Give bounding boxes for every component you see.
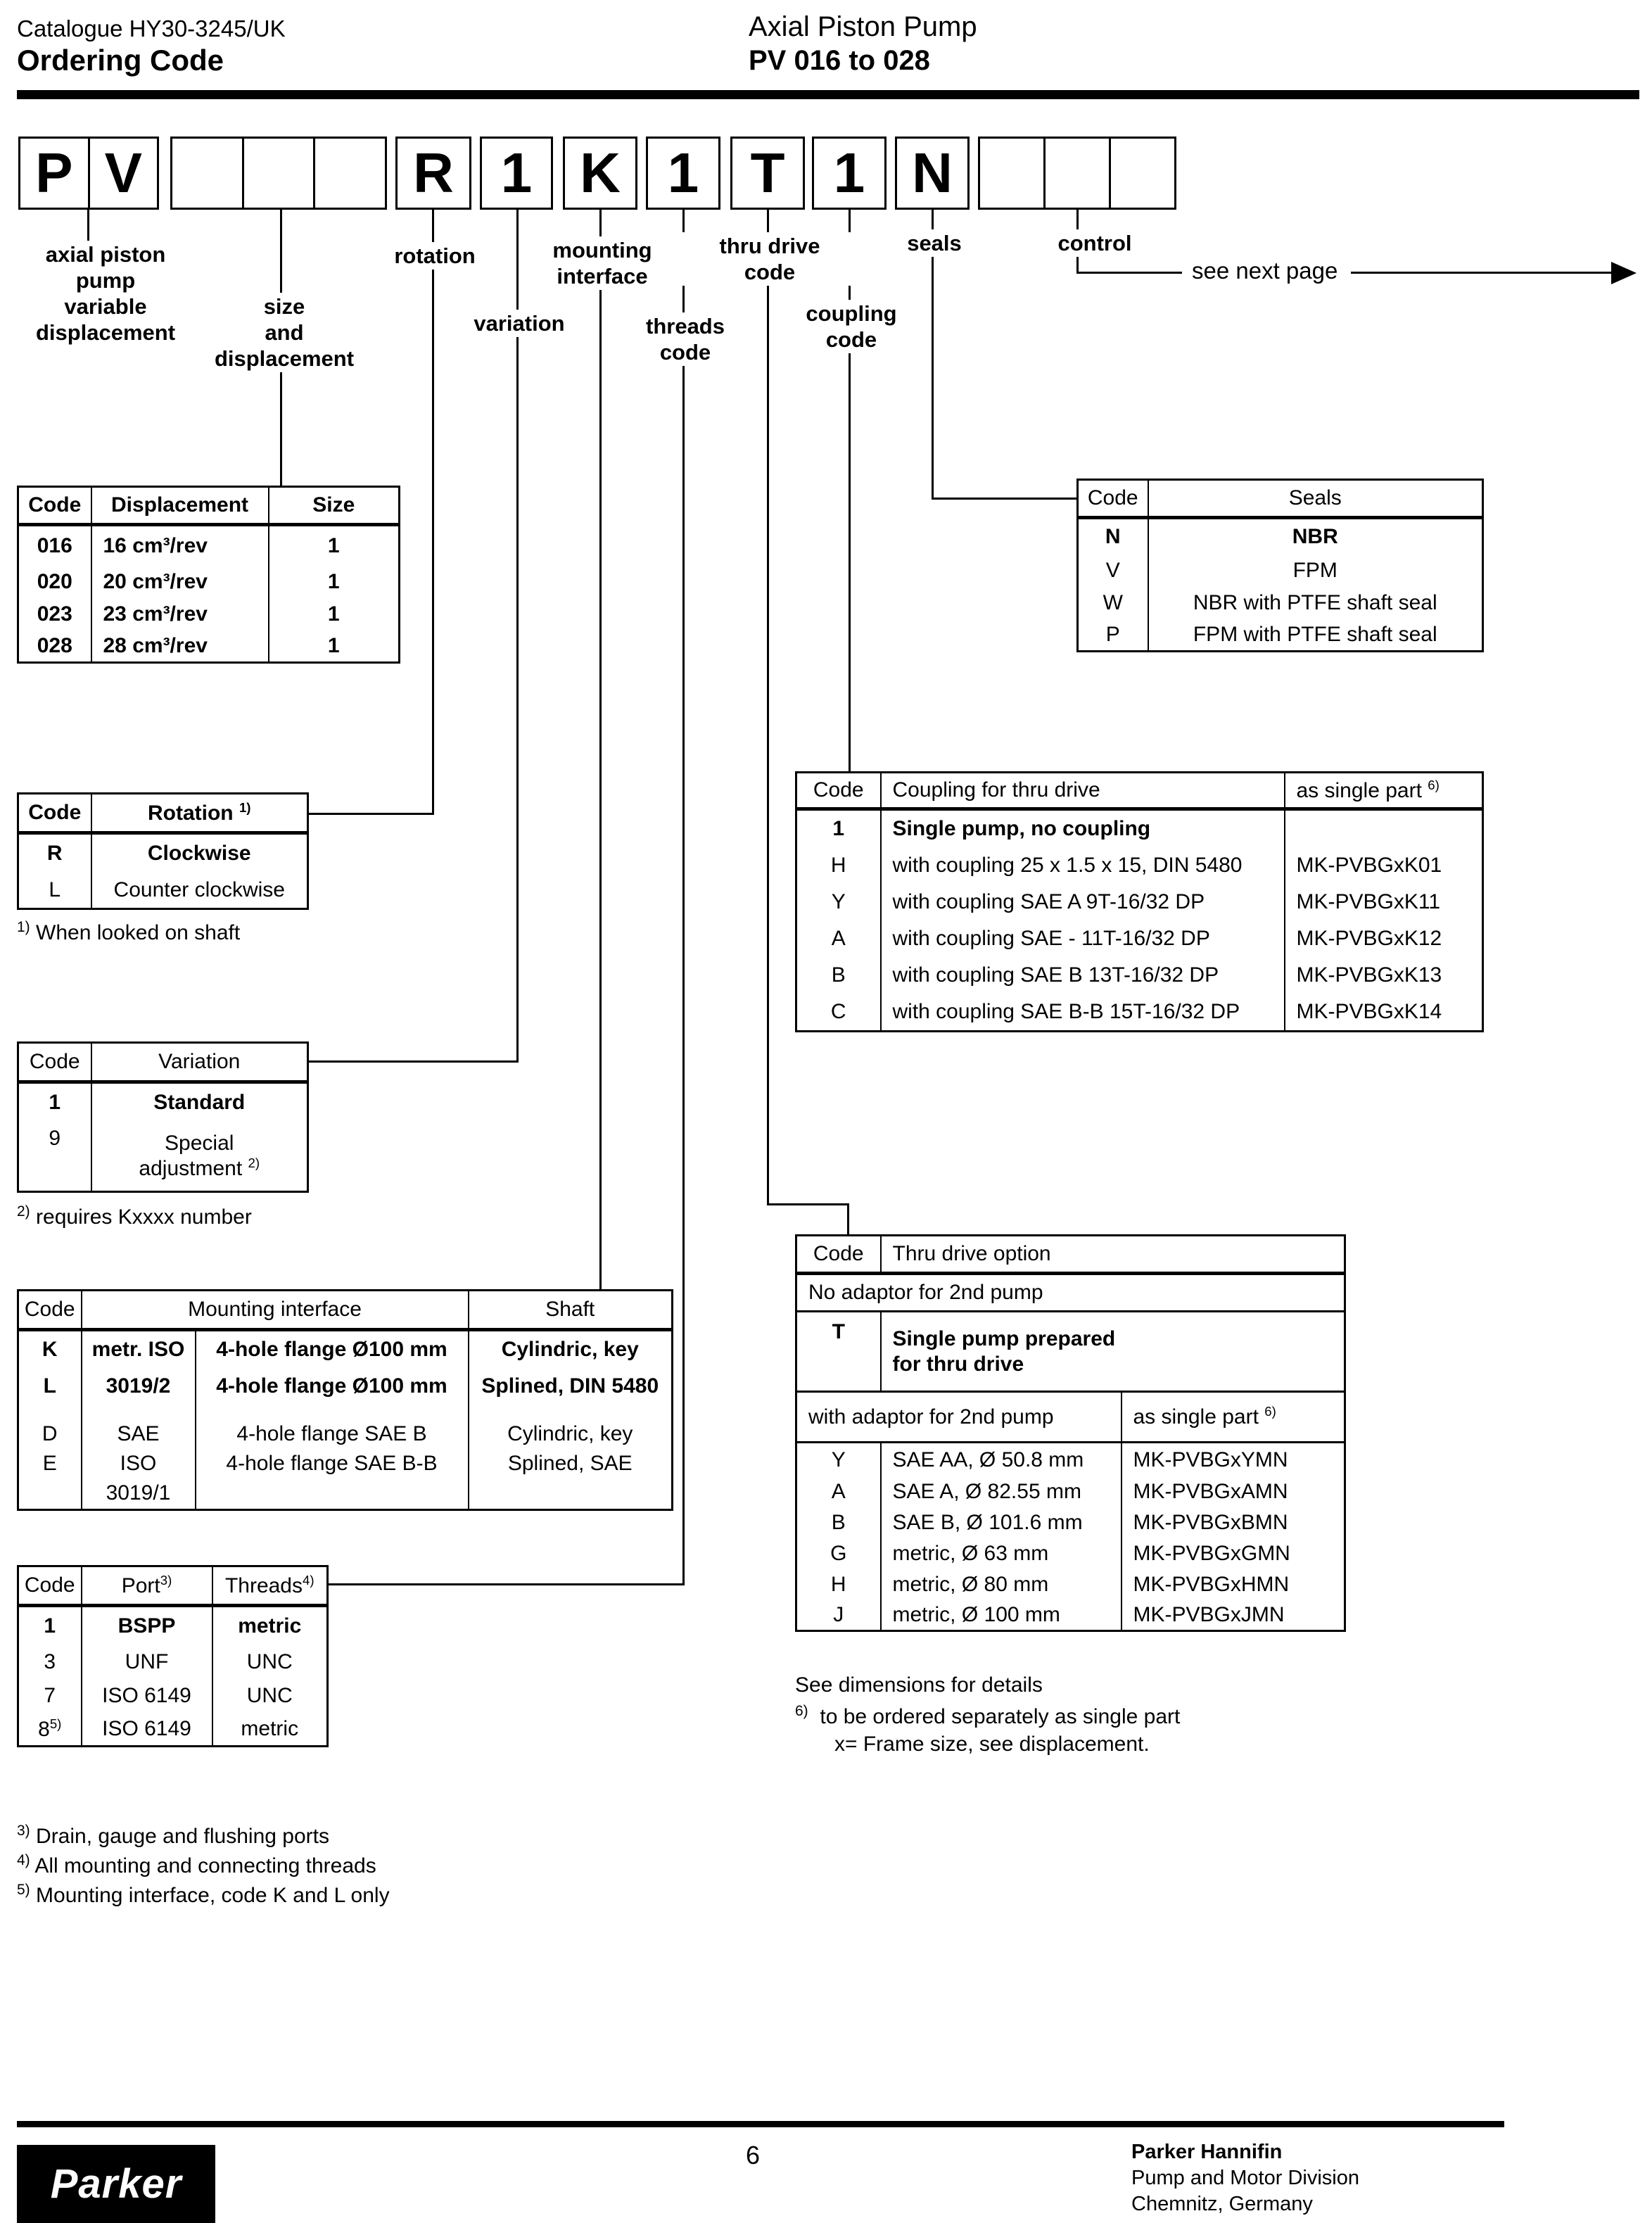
- header-rule: [17, 90, 1639, 99]
- label-thru-drive: thru drive code: [682, 232, 857, 286]
- footnote-4: 4) All mounting and connecting threads: [17, 1852, 376, 1877]
- connector-thru-drive-h: [767, 1203, 849, 1205]
- label-mounting: mounting interface: [529, 236, 675, 290]
- code-char-p: P: [20, 139, 90, 208]
- thru-drive-option-table: Code Thru drive option No adaptor for 2n…: [795, 1234, 1346, 1632]
- parker-logo: Parker: [17, 2145, 215, 2223]
- connector-threads-h: [326, 1583, 685, 1585]
- code-char-v: V: [104, 141, 142, 204]
- page-title: Ordering Code: [17, 44, 224, 77]
- rotation-table: Code Rotation 1) R Clockwise L Counter c…: [17, 792, 309, 910]
- footnote-2: 2) requires Kxxxx number: [17, 1203, 252, 1229]
- parker-logo-text: Parker: [50, 2161, 182, 2207]
- code-box-seals: N: [895, 137, 970, 210]
- note-see-dimensions: See dimensions for details: [795, 1673, 1043, 1697]
- label-coupling: coupling code: [778, 300, 925, 353]
- connector-rotation: [432, 210, 434, 815]
- catalogue-number: Catalogue HY30-3245/UK: [17, 15, 286, 42]
- label-see-next-page: see next page: [1186, 258, 1344, 284]
- label-variation: variation: [446, 310, 592, 337]
- code-box-threads: 1: [646, 137, 720, 210]
- footer-company-block: Parker Hannifin Pump and Motor Division …: [1131, 2139, 1359, 2217]
- footer-location: Chemnitz, Germany: [1131, 2193, 1313, 2215]
- code-box-coupling: 1: [812, 137, 887, 210]
- connector-coupling: [849, 210, 851, 771]
- code-box-control-group: [978, 137, 1176, 210]
- code-box-rotation: R: [395, 137, 471, 210]
- footer-division: Pump and Motor Division: [1131, 2167, 1359, 2189]
- label-seals: seals: [861, 229, 1008, 257]
- connector-thru-drive-v2: [847, 1203, 849, 1234]
- product-range: PV 016 to 028: [749, 45, 930, 76]
- displacement-table: Code Displacement Size 016 16 cm³/rev 1 …: [17, 486, 400, 664]
- code-box-thru-drive: T: [730, 137, 805, 210]
- code-box-mounting: K: [563, 137, 637, 210]
- connector-variation: [516, 210, 519, 1063]
- code-box-variation: 1: [480, 137, 553, 210]
- footnote-6: 6) to be ordered separately as single pa…: [795, 1703, 1181, 1728]
- variation-table: Code Variation 1 Standard 9 Special adju…: [17, 1041, 309, 1193]
- label-size: size and displacement: [211, 293, 357, 372]
- label-rotation: rotation: [362, 242, 508, 270]
- connector-control-h: [1076, 272, 1182, 274]
- connector-pump: [87, 210, 89, 245]
- connector-mounting: [599, 210, 602, 1289]
- page-number: 6: [745, 2141, 761, 2170]
- see-next-arrowhead: [1611, 262, 1637, 284]
- label-control: control: [1022, 229, 1168, 257]
- footnote-3: 3) Drain, gauge and flushing ports: [17, 1823, 329, 1848]
- connector-seals: [932, 210, 934, 498]
- footer-rule: [17, 2121, 1504, 2127]
- mounting-interface-table: Code Mounting interface Shaft K metr. IS…: [17, 1289, 673, 1511]
- see-next-arrow-line: [1351, 272, 1613, 274]
- connector-rotation-h: [307, 813, 434, 815]
- port-threads-table: Code Port3) Threads4) 1 BSPP metric 3 UN…: [17, 1565, 329, 1747]
- seals-table: Code Seals N NBR V FPM W NBR with PTFE s…: [1076, 479, 1484, 652]
- coupling-table: Code Coupling for thru drive as single p…: [795, 771, 1484, 1032]
- label-pump: axial piston pump variable displacement: [4, 241, 207, 346]
- footer-company: Parker Hannifin: [1131, 2141, 1283, 2163]
- connector-variation-h: [307, 1060, 519, 1063]
- note-frame-size: x= Frame size, see displacement.: [834, 1733, 1150, 1756]
- label-threads: threads code: [612, 312, 758, 366]
- connector-thru-drive: [767, 210, 769, 1203]
- footnote-5: 5) Mounting interface, code K and L only: [17, 1882, 390, 1907]
- code-box-prefix: P V: [18, 137, 159, 210]
- connector-seals-h: [932, 498, 1076, 500]
- table-cell: 016: [37, 534, 72, 558]
- code-box-size-group: [170, 137, 387, 210]
- connector-threads: [682, 210, 685, 1585]
- footnote-1: 1) When looked on shaft: [17, 919, 241, 944]
- product-name: Axial Piston Pump: [749, 11, 977, 42]
